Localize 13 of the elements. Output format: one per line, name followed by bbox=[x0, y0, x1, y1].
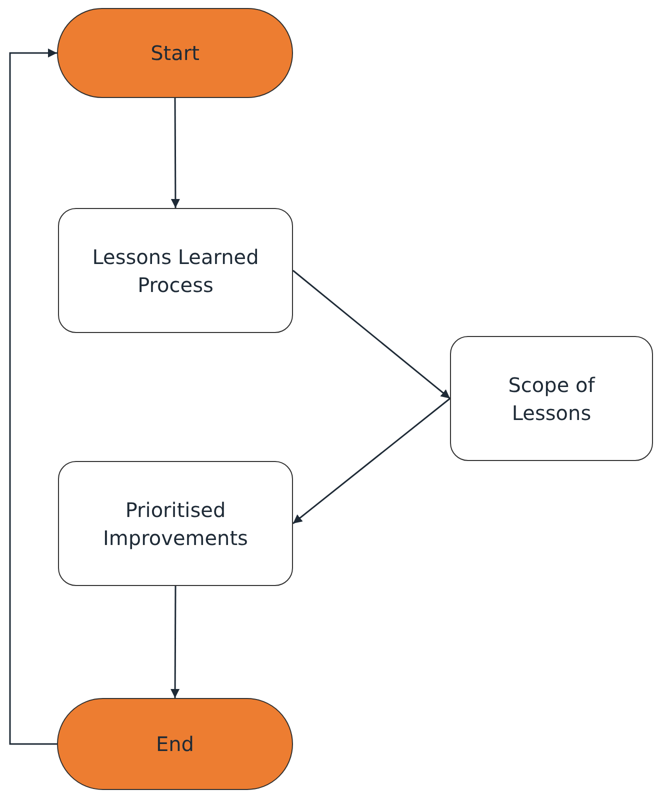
arrow bbox=[170, 98, 180, 208]
node-label: Prioritised Improvements bbox=[102, 496, 249, 552]
node-label: End bbox=[154, 731, 195, 758]
process-box bbox=[58, 208, 293, 333]
arrow bbox=[292, 398, 450, 524]
process-box bbox=[450, 336, 653, 461]
node-label: Start bbox=[150, 40, 200, 67]
arrow bbox=[170, 586, 180, 698]
process-box bbox=[58, 461, 293, 586]
arrow bbox=[292, 270, 450, 400]
node-label: Scope of Lessons bbox=[507, 372, 596, 426]
arrow bbox=[9, 48, 57, 745]
node-label: Lessons Learned Process bbox=[91, 244, 260, 298]
